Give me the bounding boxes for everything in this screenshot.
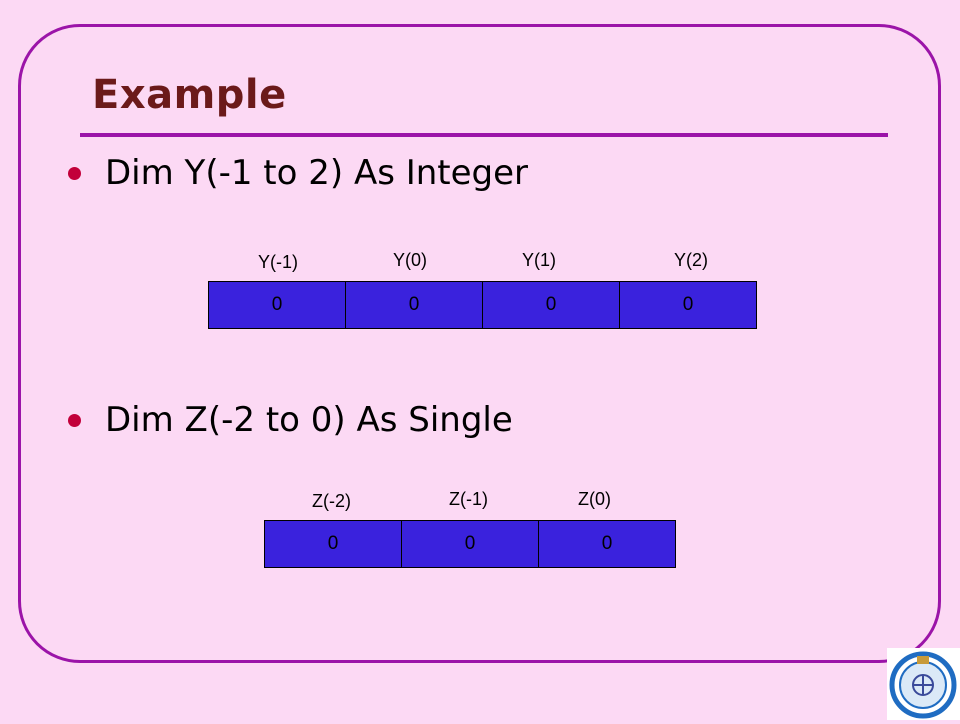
array-y-cell: 0 bbox=[682, 294, 694, 315]
bullet-text: Dim Z(-2 to 0) As Single bbox=[105, 400, 513, 440]
array-z-label: Z(-1) bbox=[449, 489, 488, 509]
array-z-label: Z(-2) bbox=[312, 491, 351, 511]
array-y-cell: 0 bbox=[209, 282, 346, 328]
array-y-label: Y(-1) bbox=[258, 252, 298, 272]
array-y: 0 0 0 0 bbox=[208, 281, 757, 329]
array-y-cell: 0 bbox=[346, 282, 483, 328]
array-z-label: Z(0) bbox=[578, 489, 611, 509]
array-y-label: Y(0) bbox=[393, 250, 428, 270]
bullet-text: Dim Y(-1 to 2) As Integer bbox=[105, 153, 529, 193]
array-z-cell: 0 bbox=[601, 533, 613, 554]
array-z-cell: 0 bbox=[265, 521, 402, 567]
bullet-dim-z: Dim Z(-2 to 0) As Single bbox=[68, 400, 513, 440]
bullet-dim-y: Dim Y(-1 to 2) As Integer bbox=[68, 153, 528, 193]
array-y-cell: 0 bbox=[483, 282, 620, 328]
university-seal-icon bbox=[887, 648, 960, 720]
title-underline bbox=[80, 133, 888, 137]
array-y-label: Y(2) bbox=[674, 250, 709, 270]
bullet-dot-icon bbox=[68, 413, 81, 427]
array-z: 0 0 0 bbox=[264, 520, 676, 568]
array-z-cell: 0 bbox=[402, 521, 539, 567]
bullet-dot-icon bbox=[68, 166, 81, 180]
slide-frame bbox=[18, 24, 941, 663]
array-y-label: Y(1) bbox=[522, 250, 557, 270]
slide-title: Example bbox=[92, 72, 287, 118]
